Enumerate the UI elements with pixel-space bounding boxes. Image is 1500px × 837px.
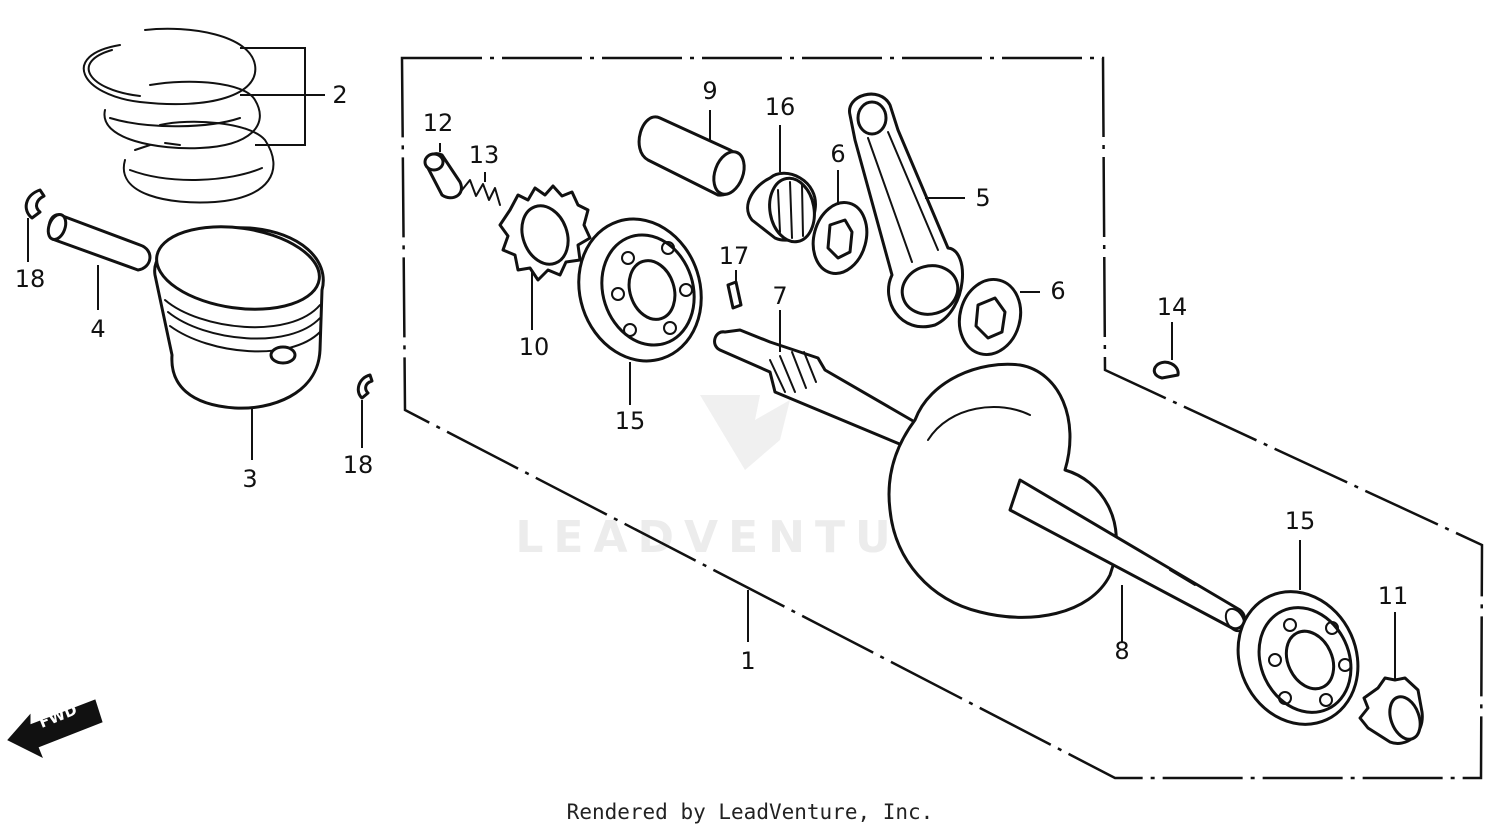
callout-12: 12	[423, 109, 454, 137]
callout-1: 1	[740, 647, 755, 675]
crankshaft-left[interactable]	[713, 328, 922, 447]
callout-6-lower: 6	[1050, 277, 1065, 305]
spring-13[interactable]	[461, 179, 501, 206]
piston[interactable]	[151, 217, 325, 410]
callout-15-right: 15	[1285, 507, 1316, 535]
thrust-washer-lower[interactable]	[951, 273, 1029, 362]
callout-16: 16	[765, 93, 796, 121]
callout-5: 5	[975, 184, 990, 212]
piston-rings[interactable]	[82, 27, 275, 204]
gear-11[interactable]	[1358, 676, 1426, 745]
piston-pin-clip-right[interactable]	[356, 373, 374, 400]
callout-14: 14	[1157, 293, 1188, 321]
callout-18-right: 18	[343, 451, 374, 479]
callout-15-left: 15	[615, 407, 646, 435]
callout-2: 2	[332, 81, 347, 109]
piston-pin-clip-left[interactable]	[24, 188, 46, 220]
main-bearing-right[interactable]	[1217, 572, 1380, 744]
callout-7: 7	[772, 282, 787, 310]
footer-credit: Rendered by LeadVenture, Inc.	[566, 800, 934, 824]
callout-9: 9	[702, 77, 717, 105]
crankshaft-right[interactable]	[887, 362, 1248, 634]
leader-lines	[27, 47, 1396, 680]
callout-6-upper: 6	[830, 140, 845, 168]
main-bearing-left[interactable]	[561, 203, 720, 377]
thrust-washer-upper[interactable]	[806, 196, 875, 279]
gear-10[interactable]	[498, 184, 592, 282]
callouts: 2 18 4 3 18 12 13 9 16 6 5 6 17 7 10 15 …	[15, 77, 1409, 675]
callout-8: 8	[1114, 637, 1129, 665]
callout-18-left: 18	[15, 265, 46, 293]
needle-bearing-16[interactable]	[746, 171, 820, 245]
callout-13: 13	[469, 141, 500, 169]
crank-pin-9[interactable]	[637, 115, 750, 199]
callout-17: 17	[719, 242, 750, 270]
callout-11: 11	[1378, 582, 1409, 610]
callout-3: 3	[242, 465, 257, 493]
connecting-rod[interactable]	[848, 92, 964, 329]
part-12[interactable]	[423, 152, 463, 200]
pin-17[interactable]	[726, 280, 743, 310]
forward-direction-arrow: FWD	[7, 699, 103, 759]
crankshaft-assembly-border	[400, 56, 1484, 780]
watermark-logo-icon	[700, 395, 790, 470]
callout-4: 4	[90, 315, 105, 343]
callout-10: 10	[519, 333, 550, 361]
woodruff-key-14[interactable]	[1152, 360, 1180, 380]
piston-pin[interactable]	[45, 212, 152, 272]
